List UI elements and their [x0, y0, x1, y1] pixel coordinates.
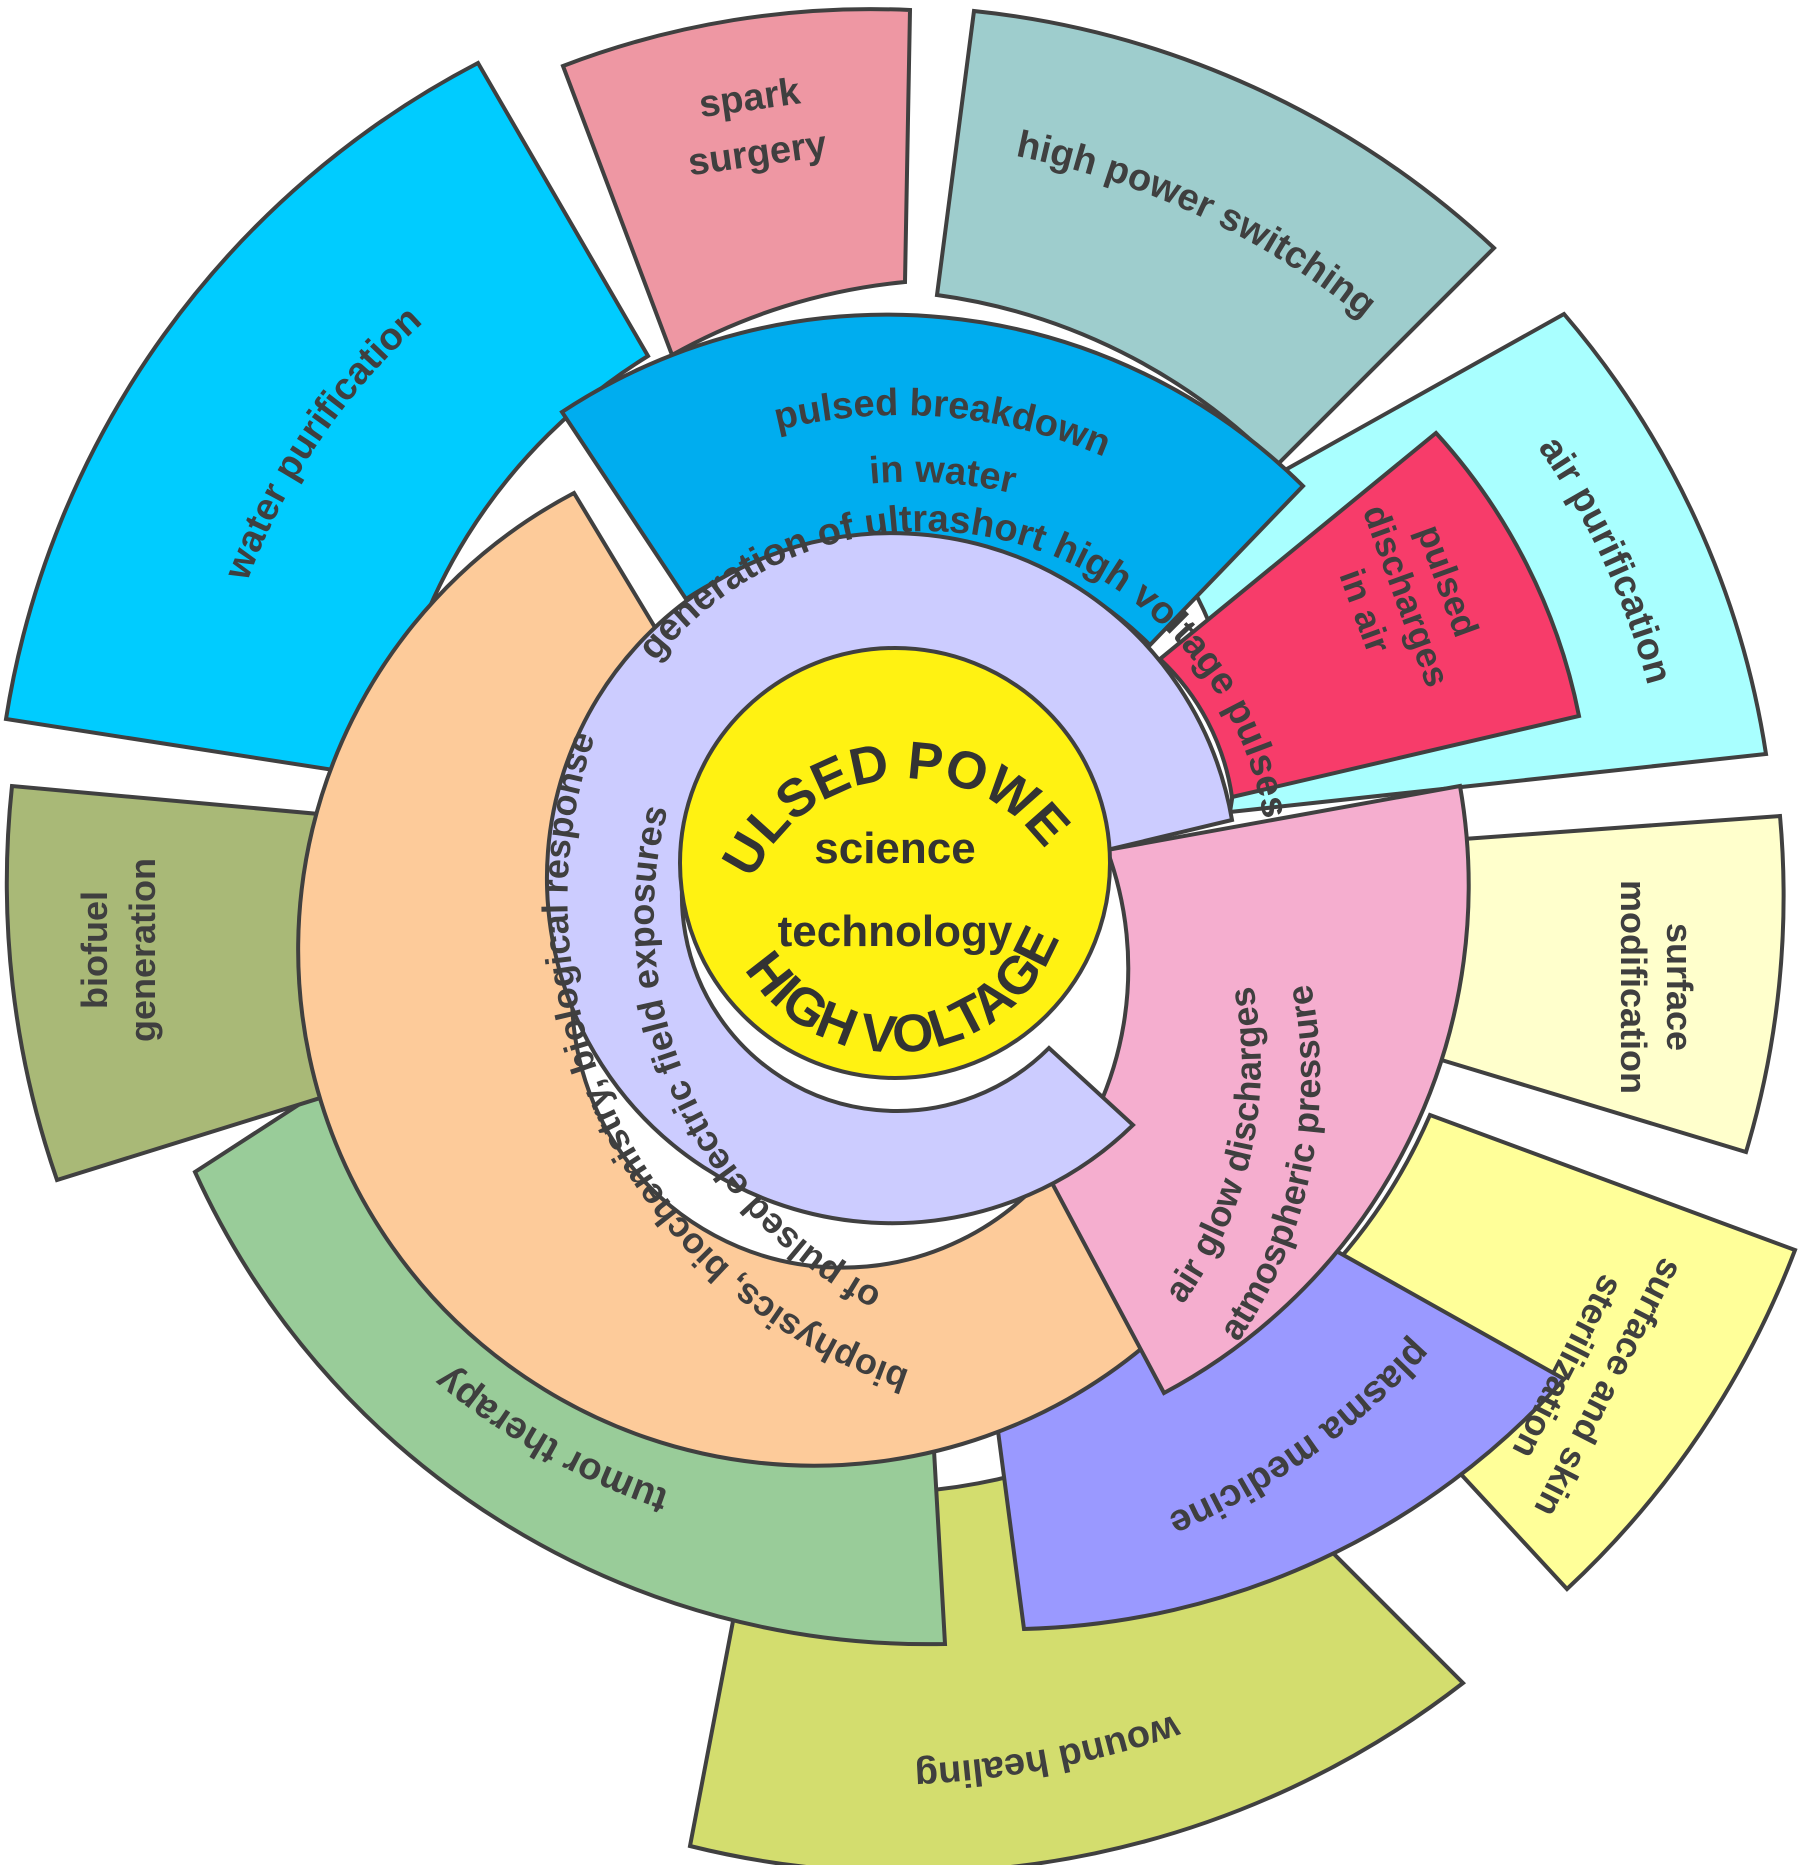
- science-label: science: [814, 824, 975, 873]
- pulsed-discharges-in-air-segment: [1156, 430, 1582, 800]
- biofuel-label-line1: biofuel: [74, 891, 115, 1009]
- center-circle: [678, 646, 1112, 1080]
- biofuel-label-line2: generation: [122, 858, 163, 1042]
- surface-modification-label-line1: surface: [1659, 923, 1700, 1051]
- biophysics-segment: [296, 490, 1167, 1468]
- atmospheric-pressure-segment: [1049, 783, 1471, 1396]
- technology-label: technology: [778, 907, 1013, 956]
- spark-surgery-segment: [560, 7, 913, 358]
- inner-ring-segment: [545, 531, 1235, 1226]
- surface-modification-label-line2: modification: [1613, 880, 1654, 1094]
- high-power-switching-segment: [934, 8, 1497, 468]
- surface-skin-sterilization-segment: [1297, 1112, 1798, 1592]
